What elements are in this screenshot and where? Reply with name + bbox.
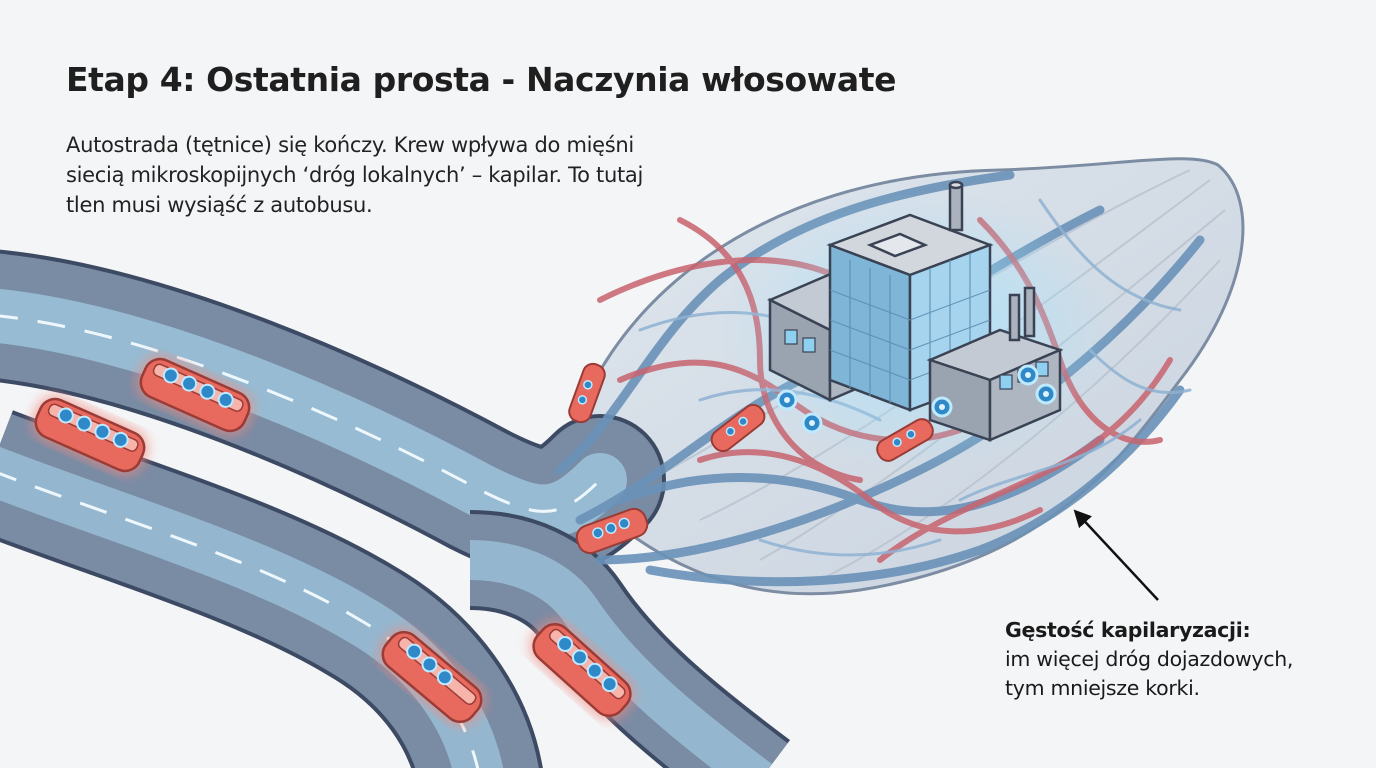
oxygen-molecule-icon	[1017, 364, 1039, 386]
oxygen-molecule-icon	[801, 412, 823, 434]
oxygen-molecules	[776, 364, 1057, 434]
bus	[568, 362, 606, 424]
arrow-pointer-icon	[1073, 509, 1159, 601]
bus	[31, 395, 149, 475]
buses	[31, 355, 934, 726]
bus	[529, 620, 635, 720]
page-title: Etap 4: Ostatnia prosta - Naczynia włoso…	[66, 60, 897, 99]
capillary-density-callout: Gęstość kapilaryzacji: im więcej dróg do…	[1005, 616, 1365, 703]
oxygen-molecule-icon	[776, 389, 798, 411]
oxygen-molecule-icon	[931, 396, 953, 418]
bus	[378, 628, 486, 726]
artery-highway	[0, 249, 666, 578]
callout-text: im więcej dróg dojazdowych, tym mniejsze…	[1005, 647, 1294, 700]
bus	[710, 403, 766, 453]
intro-paragraph: Autostrada (tętnice) się kończy. Krew wp…	[66, 133, 644, 217]
bus	[136, 355, 254, 435]
bus	[575, 507, 649, 555]
callout-heading: Gęstość kapilaryzacji:	[1005, 618, 1251, 642]
oxygen-molecule-icon	[1035, 383, 1057, 405]
bus	[876, 418, 934, 462]
factory-icon	[767, 180, 1064, 442]
